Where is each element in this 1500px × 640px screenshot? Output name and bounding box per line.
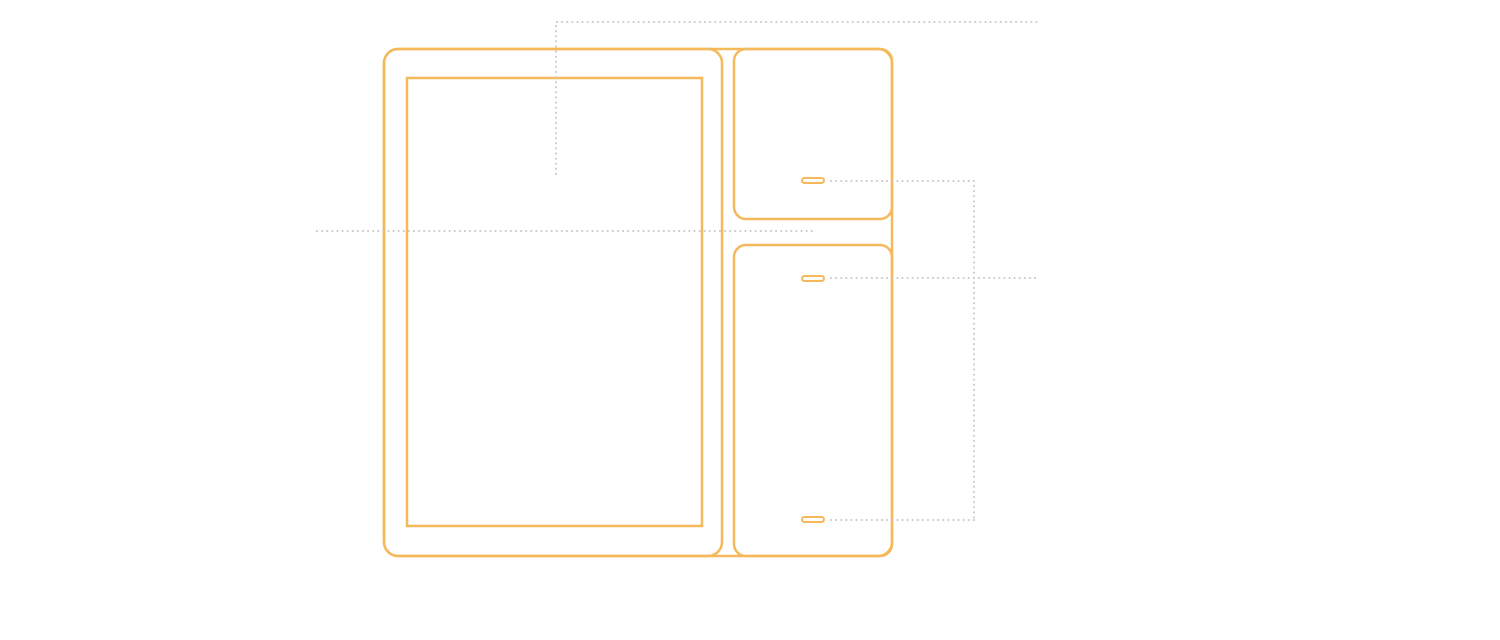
bottom-side-compartment xyxy=(732,243,894,558)
device-outlines xyxy=(382,47,894,558)
middle-slot-indicator xyxy=(801,275,825,282)
tablet-screen xyxy=(405,76,704,528)
leader-lines xyxy=(316,21,1039,521)
upper-slot-indicator xyxy=(801,177,825,184)
tablet-body xyxy=(382,47,724,558)
screen-callout-leader xyxy=(555,21,1039,175)
case-outer-frame xyxy=(382,47,894,558)
upper-slot-leader xyxy=(830,180,975,521)
lower-slot-indicator xyxy=(801,516,825,523)
top-side-compartment xyxy=(732,47,894,221)
